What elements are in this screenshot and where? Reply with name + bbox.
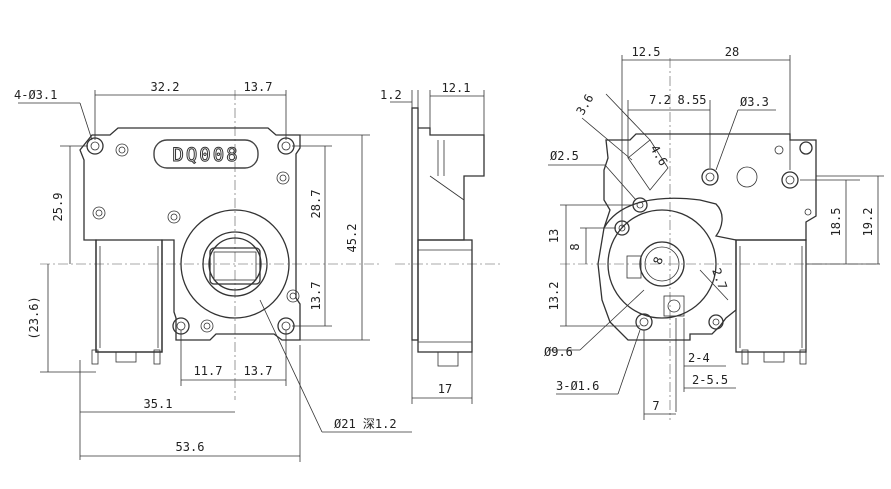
dim-13-7-top: 13.7 (244, 80, 273, 94)
front-terminal-right (153, 349, 161, 365)
front-output-shaft (208, 237, 262, 291)
nameplate-frame (153, 139, 259, 169)
front-mount-hole-tl (86, 137, 104, 155)
dim-2-4: 2-4 (688, 351, 710, 365)
dim-7-2: 7.2 (649, 93, 671, 107)
hole-3-3-callout: Ø3.3 (740, 95, 769, 109)
front-gear-housing (95, 239, 163, 353)
front-bore-outer (180, 209, 290, 319)
front-terminal-center (115, 351, 137, 363)
rear-hole-3-3 (701, 168, 719, 186)
front-view: DQ008 32.2 13.7 4-Ø3.1 25.9 (23.6) 28.7 … (14, 80, 412, 462)
dim-2-7: 2.7 (709, 266, 730, 291)
front-bore-ring (202, 231, 268, 297)
front-mount-hole-tr (277, 137, 295, 155)
hole-9-6-callout: Ø9.6 (544, 345, 573, 359)
rear-gear-housing (603, 197, 737, 241)
side-flange (411, 107, 419, 341)
dim-28: 28 (725, 45, 739, 59)
rear-hole-2-5 (632, 197, 648, 213)
hole-callout-4x: 4-Ø3.1 (14, 88, 57, 102)
dim-4-6: 4.6 (647, 143, 670, 169)
nameplate-text: DQ008 (172, 144, 239, 166)
dim-12-1: 12.1 (442, 81, 471, 95)
dim-7: 7 (652, 399, 659, 413)
dim-32-2: 32.2 (151, 80, 180, 94)
rear-motor-block (735, 239, 807, 353)
holes-1-6-callout: 3-Ø1.6 (556, 379, 599, 393)
bore-callout: Ø21 深1.2 (334, 417, 397, 431)
dim-8-55: 8.55 (678, 93, 707, 107)
dim-45-2: 45.2 (345, 224, 359, 253)
dim-8: 8 (568, 243, 582, 250)
front-shaft-flat (209, 247, 261, 285)
dim-12-5: 12.5 (632, 45, 661, 59)
dim-1-2: 1.2 (380, 88, 402, 102)
side-gear-head (418, 127, 485, 241)
shaft-flat-label: 8 (650, 255, 666, 267)
dim-35-1: 35.1 (144, 397, 173, 411)
rear-gear-outer (607, 209, 717, 319)
rear-hole-1-6-c (708, 314, 724, 330)
dim-13-2: 13.2 (547, 282, 561, 311)
dim-13-7-bottom: 13.7 (244, 364, 273, 378)
dim-19-2: 19.2 (861, 208, 875, 237)
side-view: 1.2 12.1 17 (380, 81, 500, 404)
rear-plate-outline (597, 133, 817, 341)
rear-view: 8 12.5 28 7.2 8.55 Ø3. (544, 45, 884, 420)
dim-23-6-ref: (23.6) (27, 296, 41, 339)
dim-25-9: 25.9 (51, 193, 65, 222)
dim-13-7-right: 13.7 (309, 282, 323, 311)
front-terminal-left (91, 349, 99, 365)
dim-18-5: 18.5 (829, 208, 843, 237)
dim-53-6: 53.6 (176, 440, 205, 454)
dim-28-7: 28.7 (309, 190, 323, 219)
dim-2-5-5: 2-5.5 (692, 373, 728, 387)
side-terminal (437, 351, 459, 367)
dim-11-7: 11.7 (194, 364, 223, 378)
dim-3-6: 3.6 (573, 92, 596, 118)
dim-13: 13 (547, 229, 561, 243)
rear-hole-1-6-b (635, 313, 653, 331)
dim-17: 17 (438, 382, 452, 396)
side-motor-body (417, 239, 473, 353)
hole-2-5-callout: Ø2.5 (550, 149, 579, 163)
rear-output-shaft (639, 241, 685, 287)
